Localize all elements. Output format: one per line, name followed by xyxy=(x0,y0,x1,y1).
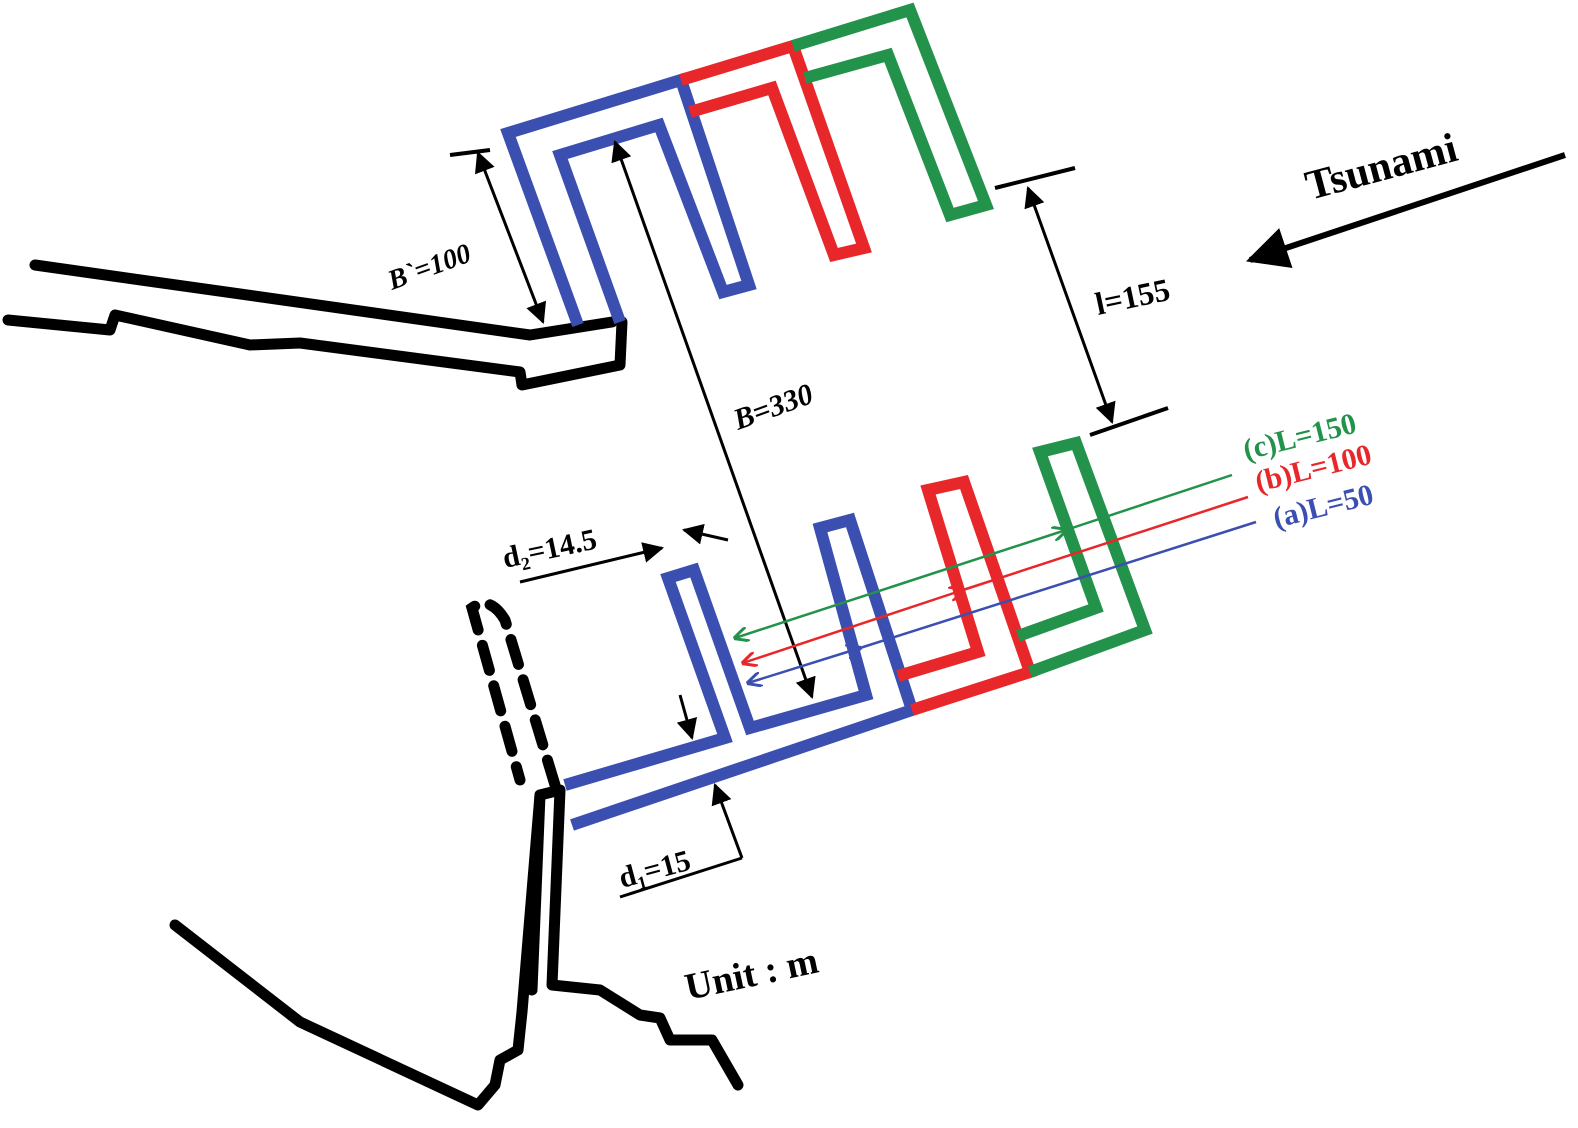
l-tick-top xyxy=(994,166,1076,190)
b-prime-dimension-arrow xyxy=(474,151,547,324)
south-breakwater-red-outline xyxy=(896,474,1038,716)
b-prime-label: B`=100 xyxy=(383,238,475,297)
d2-vertical-arrow xyxy=(676,694,698,741)
south-breakwater xyxy=(563,435,1153,831)
unit-label: Unit : m xyxy=(681,940,822,1009)
south-breakwater-blue-outline xyxy=(563,512,920,831)
north-coast-upper-line xyxy=(29,259,618,341)
south-coast-line xyxy=(169,784,744,1111)
gap-arrow-blue xyxy=(748,648,860,683)
tsunami-direction-arrow xyxy=(1246,152,1566,268)
legend-leader-red xyxy=(962,495,1249,592)
north-breakwater-blue-outline xyxy=(500,72,757,328)
south-breakwater-green-outline xyxy=(1015,435,1153,678)
south-breakwater-dashed-extension xyxy=(465,598,561,791)
d1-vertical-arrow xyxy=(711,783,744,859)
north-breakwater xyxy=(500,2,995,328)
legend-leader-green xyxy=(1065,473,1233,532)
coastline xyxy=(2,259,744,1111)
north-coast-lower-line xyxy=(2,309,628,391)
l-tick-bottom xyxy=(1089,406,1169,437)
d2-leader-right xyxy=(681,523,729,545)
l-dimension-arrow xyxy=(1024,186,1116,424)
b-prime-tick-top xyxy=(449,148,491,157)
dimensions xyxy=(449,140,1169,899)
gap-length-arrows xyxy=(735,473,1257,683)
d2-leader-left xyxy=(519,542,665,584)
north-breakwater-red-outline xyxy=(679,38,872,263)
l-label: l=155 xyxy=(1092,271,1173,322)
legend: (c)L=150 (b)L=100 (a)L=50 xyxy=(1240,407,1377,535)
legend-leader-blue xyxy=(859,520,1257,650)
north-breakwater-green-outline xyxy=(791,2,995,223)
d1-baseline xyxy=(619,856,743,899)
south-coast-return-line xyxy=(526,789,546,996)
b-label: B=330 xyxy=(728,377,817,436)
